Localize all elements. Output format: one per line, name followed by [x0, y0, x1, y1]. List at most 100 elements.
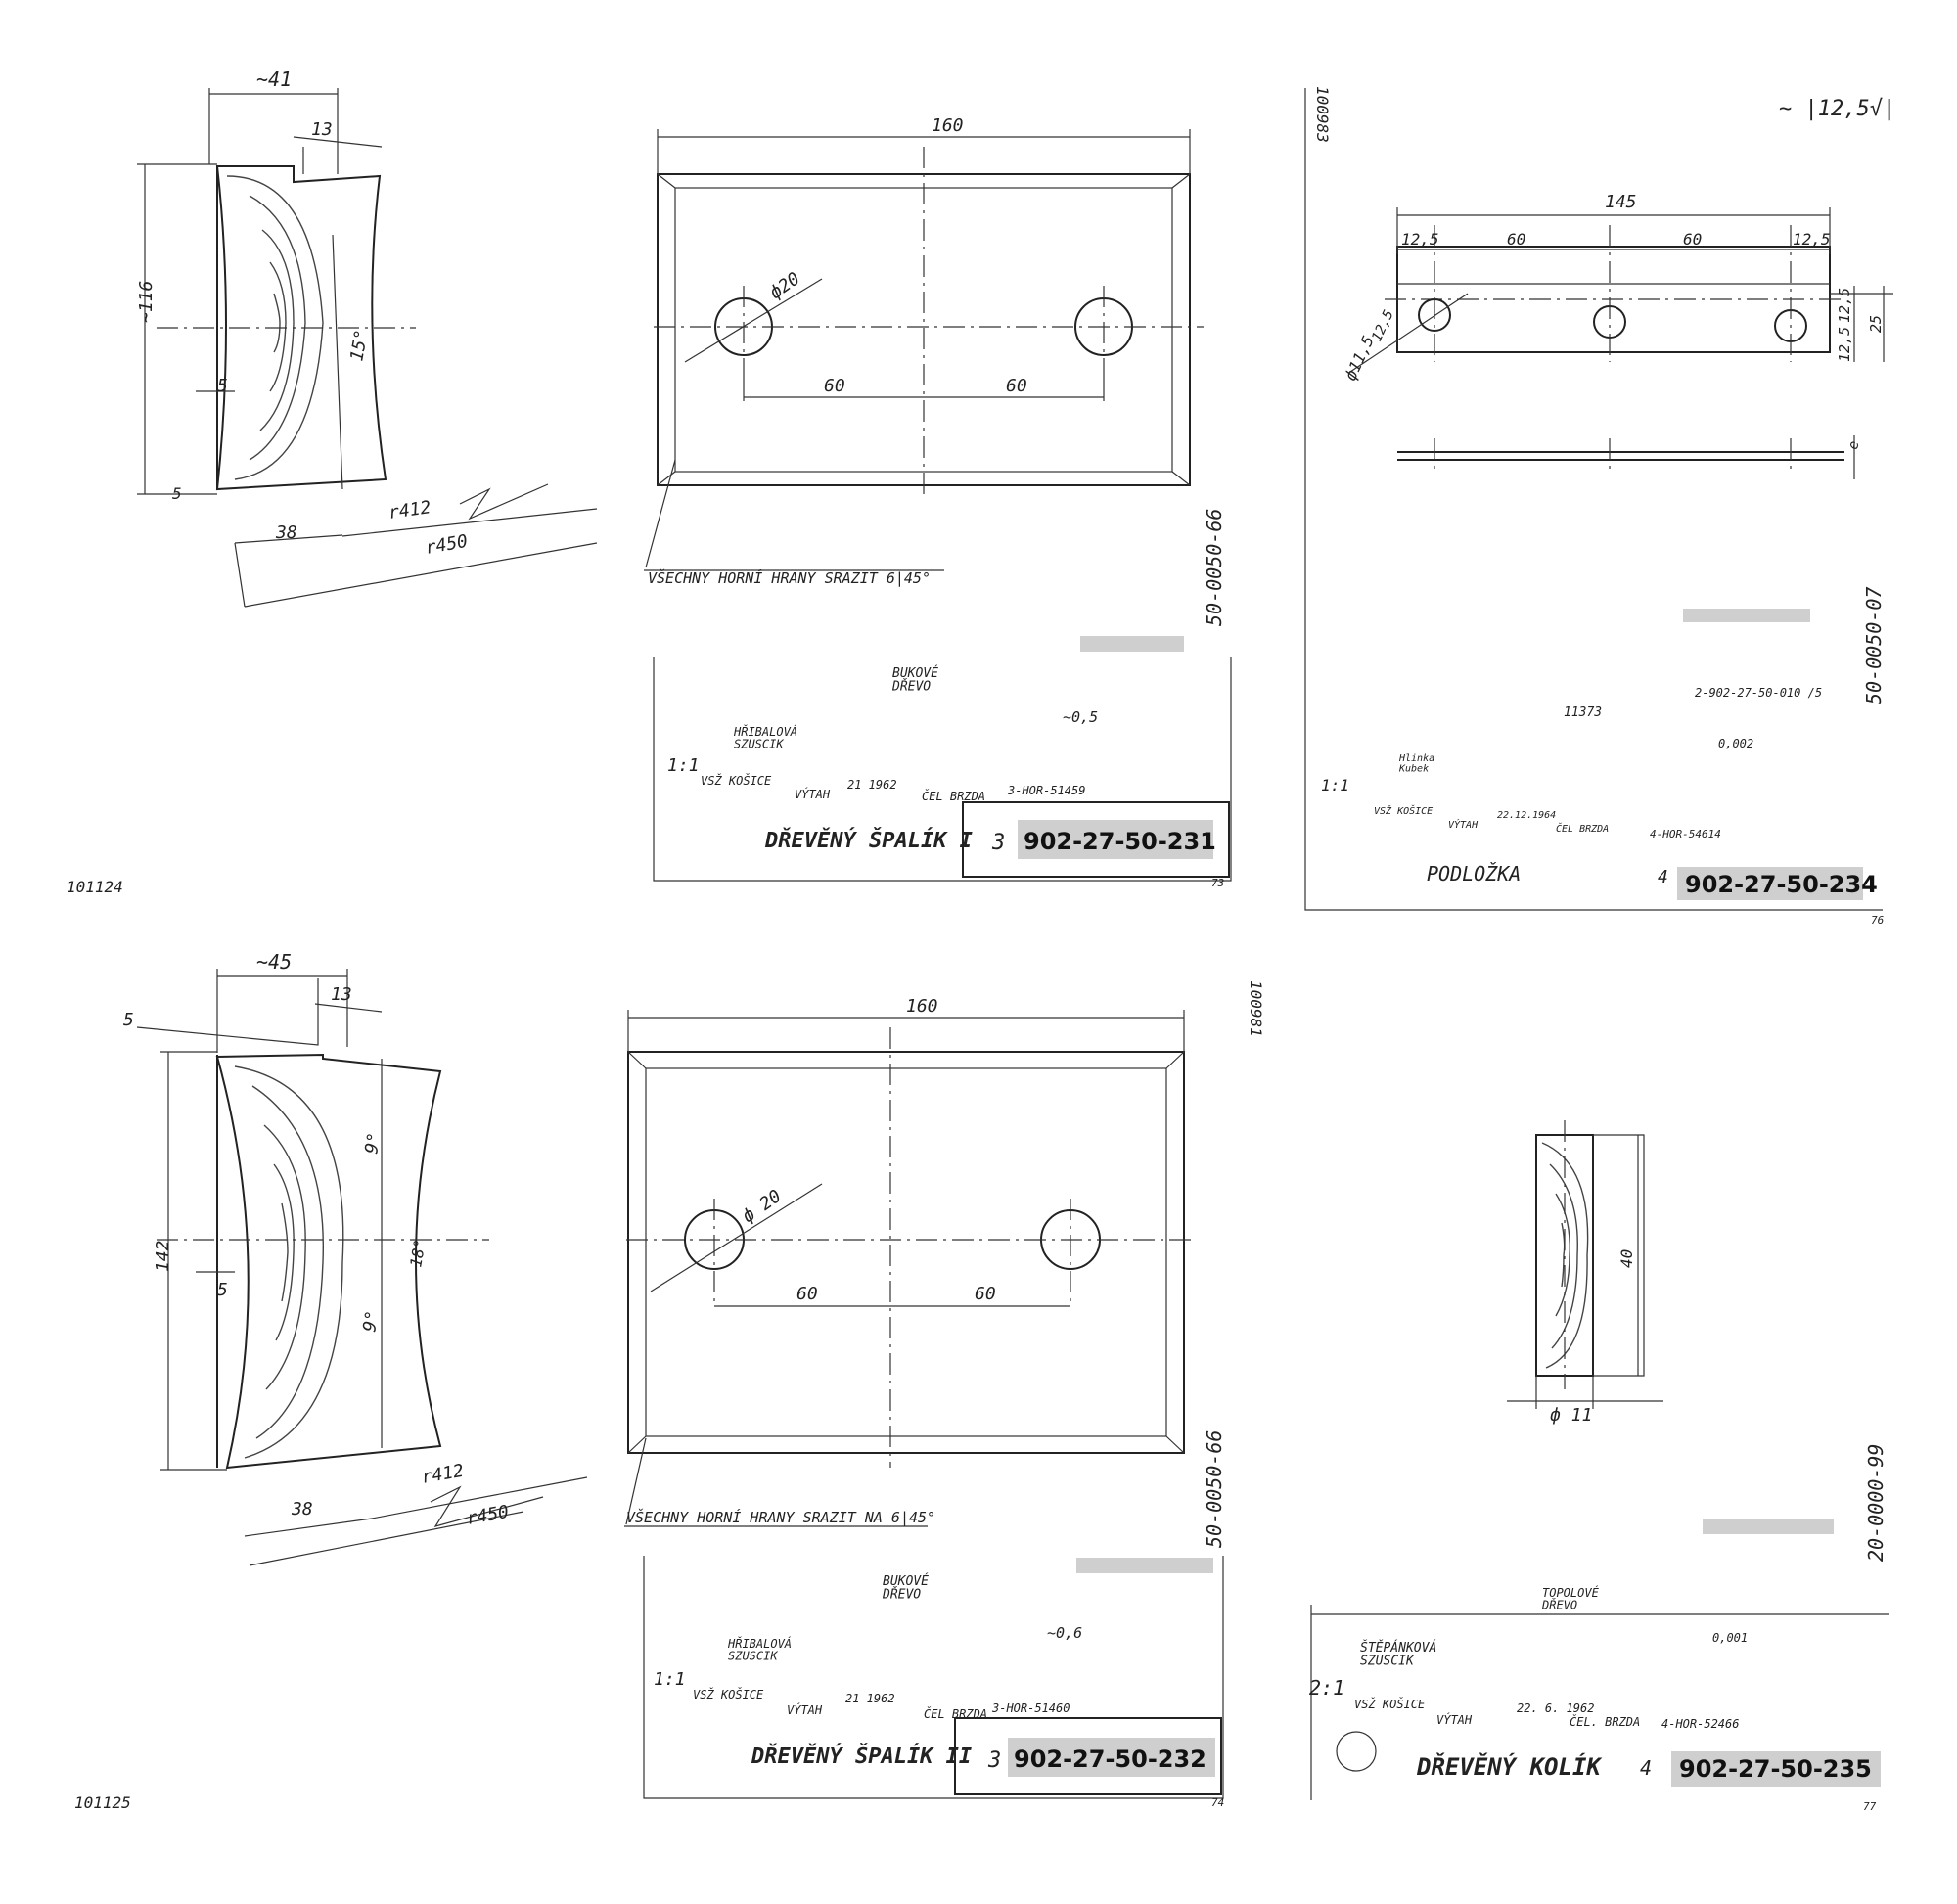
spalik-1-r-inner-label: r412 [387, 497, 432, 523]
podlozka-h-half-b-label: 12,5 [1836, 327, 1853, 362]
spalik-1-title: DŘEVĚNÝ ŠPALÍK I [764, 828, 973, 853]
spalik-1-profile-view: ~41 13 ~116 15° 5 5 38 r412 r450 [136, 68, 598, 608]
spalik-2-r-outer-label: r450 [465, 1502, 510, 1529]
podlozka-page-no: 76 [1871, 914, 1885, 927]
spalik-2-plate-view: 160 ф 20 60 60 VŠECHNY HORNÍ HRANY SRAZI… [624, 996, 1194, 1527]
kolik-scale: 2:1 [1309, 1676, 1344, 1700]
kolik-drawing-no: 902-27-50-235 [1679, 1755, 1872, 1783]
podlozka-length-label: 145 [1605, 192, 1637, 212]
podlozka-thickness-label: e [1845, 440, 1862, 451]
spalik-2-format: 3 [987, 1748, 1001, 1773]
podlozka-hole-off-label: 12,5 [1369, 307, 1397, 343]
spalik-1-step-label: 13 [311, 119, 333, 140]
spalik-1-left-step-label: 5 [217, 376, 228, 396]
podlozka-mass: 0,002 [1718, 737, 1753, 750]
spalik-2-top-left-label: 5 [123, 1010, 134, 1030]
spalik-2-org: VSŽ KOŠICE [693, 1687, 764, 1701]
podlozka-gray-stamp [1683, 609, 1810, 622]
podlozka-ref-drawing: 2-902-27-50-010 /5 [1695, 686, 1822, 700]
podlozka-edge-l-label: 12,5 [1401, 230, 1439, 249]
spalik-1-dept: VÝTAH [795, 787, 831, 801]
spalik-1-r-outer-label: r450 [424, 531, 469, 559]
spalik-1-bottom-step-label: 5 [172, 484, 182, 503]
spalik-1-length-label: 160 [932, 115, 964, 136]
podlozka-pitch-b-label: 60 [1683, 230, 1702, 249]
podlozka-org: VSŽ KOŠICE [1374, 804, 1433, 817]
podlozka-h-total-label: 25 [1867, 315, 1885, 333]
podlozka-format: 4 [1658, 867, 1668, 887]
spalik-2-date: 21 1962 [845, 1692, 895, 1705]
spalik-2-height-label: 142 [153, 1240, 173, 1272]
spalik-1-drawing-no: 902-27-50-231 [1024, 828, 1216, 855]
kolik-side-code: 20-0000-99 [1864, 1444, 1888, 1562]
spalik-2-step-label: 13 [331, 984, 352, 1005]
spalik-2-profile-view: ~45 13 5 142 9° 18° 9° 5 38 r412 r450 [123, 950, 588, 1566]
spalik-1-gray-stamp [1080, 636, 1184, 652]
spalik-2-dept: VÝTAH [787, 1702, 823, 1717]
spalik-1-date: 21 1962 [847, 778, 897, 792]
podlozka-h-half-a-label: 12,5 [1836, 288, 1853, 323]
spalik-2-archive-no: 101125 [74, 1793, 131, 1812]
spalik-2-page-no: 74 [1211, 1796, 1224, 1809]
kolik-title: DŘEVĚNÝ KOLÍK [1416, 1751, 1603, 1781]
podlozka-dept: VÝTAH [1448, 818, 1479, 831]
kolik-archive-no: 100981 [1247, 980, 1265, 1037]
kolik-org: VSŽ KOŠICE [1354, 1697, 1426, 1711]
spalik-1-width-label: ~41 [256, 68, 292, 91]
spalik-1-scale: 1:1 [667, 755, 700, 776]
podlozka-pitch-a-label: 60 [1507, 230, 1525, 249]
podlozka-part: ČEL BRZDA [1556, 822, 1609, 835]
spalik-2-title: DŘEVĚNÝ ŠPALÍK II [751, 1744, 972, 1769]
podlozka-archive-no: 100983 [1313, 86, 1332, 143]
kolik-length-label: 40 [1617, 1249, 1636, 1268]
spalik-2-ref: 3-HOR-51460 [991, 1701, 1070, 1715]
kolik-page-no: 77 [1863, 1800, 1877, 1813]
kolik-stamp-seal [1336, 1731, 1377, 1772]
kolik-format: 4 [1640, 1756, 1652, 1780]
spalik-1-archive-no: 101124 [67, 878, 123, 896]
spalik-2-pitch-b-label: 60 [975, 1284, 996, 1304]
spalik-1-note: VŠECHNY HORNÍ HRANY SRAZIT 6|45° [648, 568, 931, 587]
spalik-2-angle-a-label: 9° [361, 1131, 385, 1156]
spalik-2-pitch-a-label: 60 [796, 1284, 818, 1304]
spalik-1-angle-label: 15° [346, 328, 372, 363]
spalik-1-hole-label: ф20 [766, 268, 804, 303]
kolik-gray-stamp [1703, 1519, 1834, 1534]
spalik-1-format: 3 [991, 831, 1005, 855]
spalik-2-left-step-label: 5 [217, 1280, 228, 1300]
podlozka-material: 11373 [1564, 705, 1602, 720]
podlozka-side-code: 50-0050-07 [1862, 587, 1886, 704]
kolik-ref: 4-HOR-52466 [1661, 1717, 1739, 1731]
podlozka-drawing-no: 902-27-50-234 [1685, 871, 1878, 898]
spalik-2-base-label: 38 [291, 1499, 313, 1519]
podlozka-roughness: ~ |12,5√| [1779, 97, 1895, 121]
spalik-1-ref: 3-HOR-51459 [1007, 784, 1085, 797]
podlozka-title: PODLOŽKA [1427, 862, 1521, 885]
spalik-2-scale: 1:1 [654, 1669, 686, 1690]
spalik-1-pitch-a-label: 60 [824, 376, 845, 396]
spalik-2-angle-b-label: 18° [406, 1238, 430, 1269]
spalik-2-part: ČEL BRZDA [924, 1706, 987, 1721]
spalik-1-page-no: 73 [1211, 877, 1224, 889]
podlozka-ref: 4-HOR-54614 [1650, 828, 1721, 840]
spalik-2-note: VŠECHNY HORNÍ HRANY SRAZIT NA 6|45° [626, 1508, 935, 1526]
spalik-2-angle-c-label: 9° [359, 1309, 383, 1334]
podlozka-date: 22.12.1964 [1497, 810, 1556, 821]
kolik-dept: VÝTAH [1436, 1712, 1473, 1727]
spalik-2-side-code: 50-0050-66 [1203, 1430, 1226, 1548]
spalik-2-hole-label: ф 20 [739, 1186, 786, 1227]
spalik-1-side-code: 50-0050-66 [1203, 509, 1226, 626]
podlozka-hole-label: ф11,5 [1341, 333, 1378, 384]
spalik-2-drawing-no: 902-27-50-232 [1014, 1745, 1206, 1773]
spalik-1-base-label: 38 [275, 522, 297, 543]
